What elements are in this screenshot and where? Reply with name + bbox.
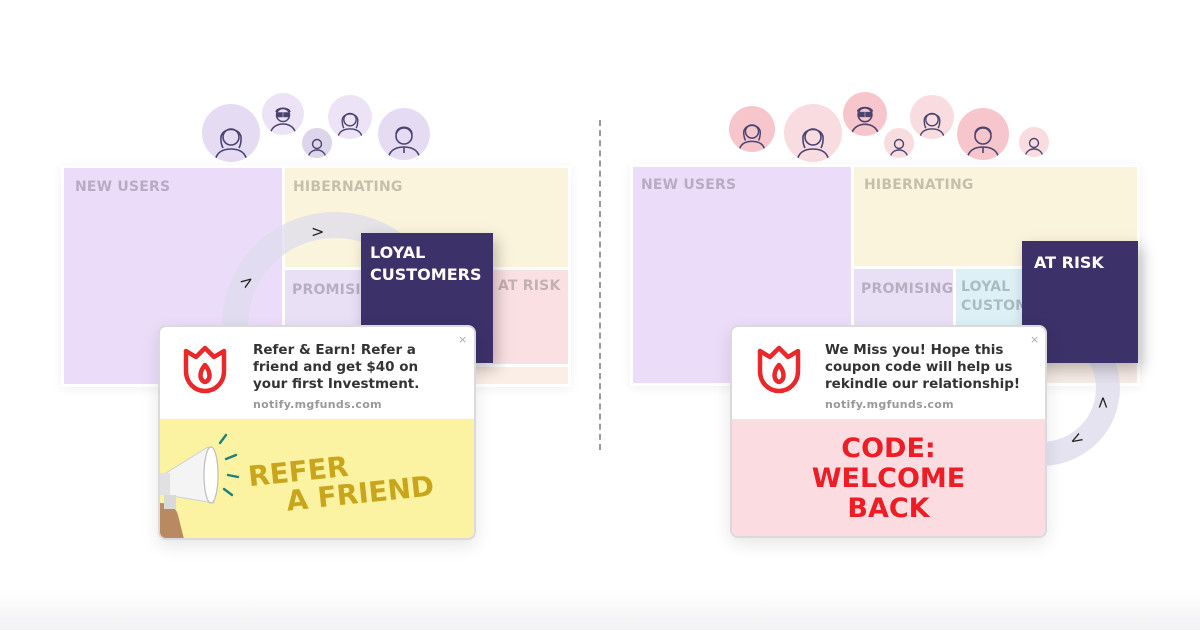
- avatar-woman: [729, 106, 775, 152]
- avatar-woman-2: [784, 104, 842, 162]
- man-avatar-icon: [387, 126, 421, 160]
- avatar-woman: [202, 104, 260, 162]
- right-notification-card[interactable]: We Miss you! Hope this coupon code will …: [730, 325, 1047, 538]
- avatar-person-small: [302, 128, 332, 158]
- avatar-man-glasses: [262, 93, 304, 135]
- banner-line2: WELCOME: [811, 463, 966, 494]
- man-glasses-avatar-icon: [850, 106, 880, 136]
- arrow-icon: >: [1093, 395, 1113, 410]
- arrow-icon: >: [311, 222, 325, 241]
- woman-avatar-icon: [214, 128, 248, 162]
- avatar-person-small: [884, 128, 914, 158]
- person-avatar-icon: [307, 138, 327, 158]
- banner-line1: CODE:: [841, 433, 936, 464]
- avatar-woman-3: [910, 95, 954, 139]
- person-avatar-icon: [889, 138, 909, 158]
- segment-label-line1: LOYAL: [961, 279, 1011, 295]
- woman-avatar-icon: [336, 112, 364, 139]
- segment-at-risk: AT RISK: [489, 267, 571, 367]
- scene-divider: [599, 120, 601, 450]
- notification-domain: notify.mgfunds.com: [253, 398, 382, 411]
- segment-label: HIBERNATING: [864, 177, 974, 193]
- segment-label: PROMISING: [861, 281, 954, 297]
- close-icon[interactable]: ×: [1030, 333, 1040, 346]
- segment-label: NEW USERS: [641, 177, 737, 193]
- segment-label-line2: CUSTOM: [961, 298, 1030, 314]
- woman-avatar-icon: [796, 128, 830, 162]
- avatar-man: [378, 108, 430, 160]
- highlight-label-line1: LOYAL: [370, 243, 426, 262]
- notification-domain: notify.mgfunds.com: [825, 398, 954, 411]
- refer-banner[interactable]: REFER A FRIEND: [160, 419, 474, 538]
- man-avatar-icon: [966, 126, 1000, 160]
- megaphone-icon: [160, 433, 240, 538]
- segment-hibernating: HIBERNATING: [851, 164, 1140, 269]
- woman-avatar-icon: [918, 112, 946, 139]
- highlight-label-line2: CUSTOMERS: [370, 265, 482, 284]
- person-avatar-icon: [1024, 137, 1044, 157]
- avatar-woman-2: [328, 95, 372, 139]
- notification-message: We Miss you! Hope this coupon code will …: [825, 342, 1021, 392]
- segment-label: AT RISK: [498, 278, 561, 294]
- highlight-label: AT RISK: [1034, 253, 1104, 272]
- code-banner[interactable]: CODE: WELCOME BACK: [732, 419, 1045, 536]
- tulip-logo-icon: [757, 345, 801, 394]
- avatar-man-glasses: [843, 92, 887, 136]
- woman-avatar-icon: [738, 124, 766, 152]
- segment-label: HIBERNATING: [293, 179, 403, 195]
- avatar-person-small-2: [1019, 127, 1049, 157]
- man-glasses-avatar-icon: [269, 107, 297, 135]
- left-notification-card[interactable]: Refer & Earn! Refer a friend and get $40…: [158, 325, 476, 540]
- close-icon[interactable]: ×: [458, 333, 468, 346]
- segment-label: NEW USERS: [75, 179, 171, 195]
- tulip-logo-icon: [183, 345, 227, 394]
- bottom-fade: [0, 590, 1200, 630]
- avatar-man: [957, 108, 1009, 160]
- notification-message: Refer & Earn! Refer a friend and get $40…: [253, 342, 420, 392]
- banner-line3: BACK: [847, 493, 930, 524]
